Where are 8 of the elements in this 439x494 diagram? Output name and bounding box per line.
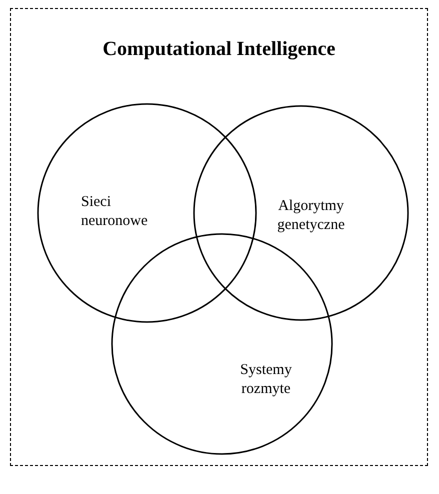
- dashed-frame: [10, 8, 428, 466]
- set-label: Sieci neuronowe: [81, 193, 149, 231]
- set-label: Algorytmy genetyczne: [276, 197, 346, 235]
- venn-circle: [193, 105, 409, 321]
- heading: Computational Intelligence: [102, 37, 336, 61]
- venn-circle: [111, 233, 333, 455]
- set-label: Systemy rozmyte: [239, 361, 293, 399]
- venn-circle: [37, 103, 257, 323]
